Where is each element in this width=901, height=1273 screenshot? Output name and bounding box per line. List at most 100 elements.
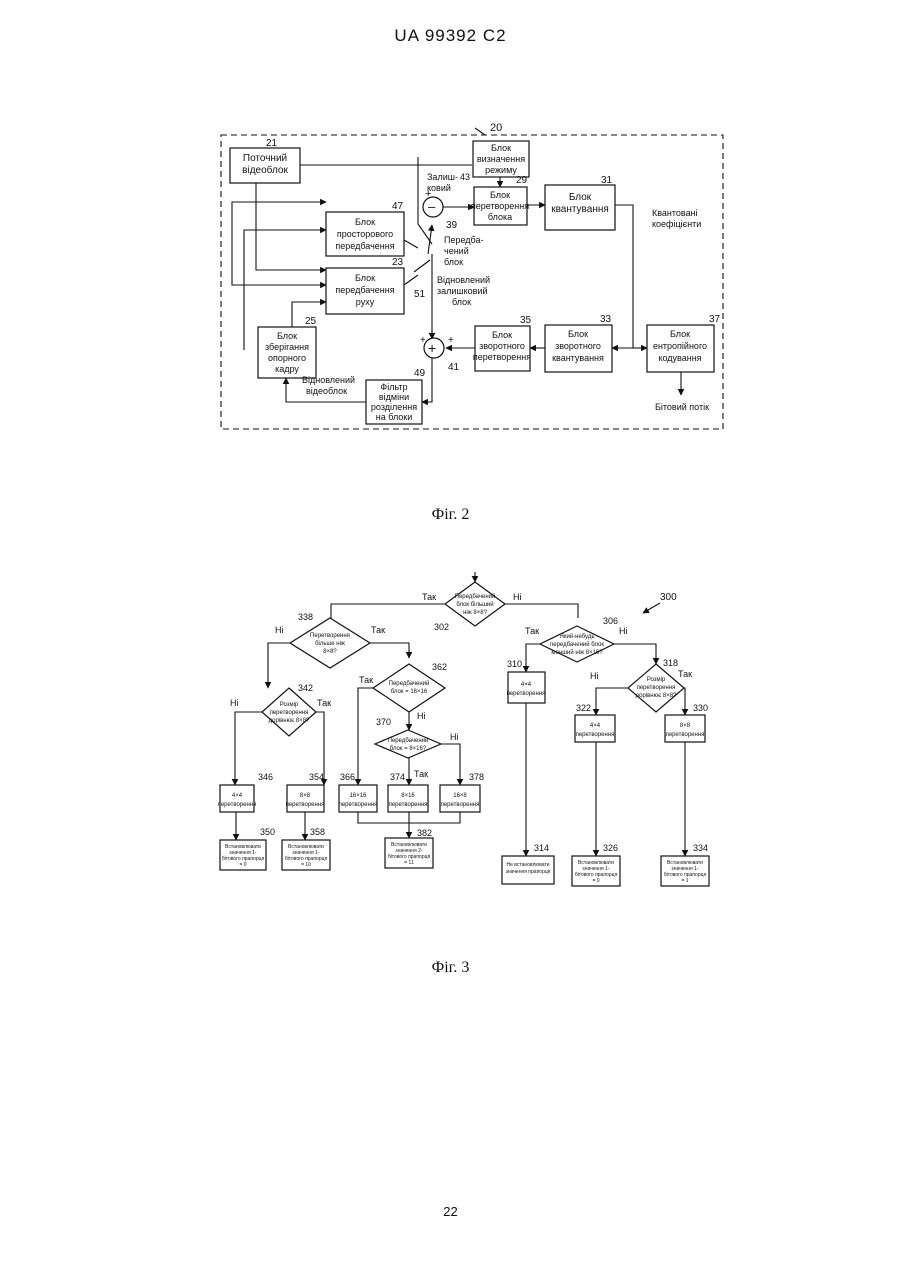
svg-text:ніж 8×8?: ніж 8×8? <box>463 610 488 616</box>
process-346: 4×4 перетворення 346 <box>218 772 273 812</box>
svg-text:перетворення: перетворення <box>473 352 531 362</box>
svg-text:передбачений блок: передбачений блок <box>550 641 604 648</box>
minus-sign: – <box>428 199 436 214</box>
svg-text:квантування: квантування <box>552 353 604 363</box>
svg-text:опорного: опорного <box>268 353 306 363</box>
svg-text:Розмір: Розмір <box>280 702 299 708</box>
svg-text:перетворення: перетворення <box>507 691 546 697</box>
svg-text:блок: блок <box>452 297 471 307</box>
svg-text:Відновлений: Відновлений <box>437 275 490 285</box>
svg-text:358: 358 <box>310 827 325 837</box>
svg-text:блока: блока <box>488 212 512 222</box>
svg-text:більше ніж: більше ніж <box>315 641 345 647</box>
svg-text:37: 37 <box>709 314 721 325</box>
svg-text:Фільтр: Фільтр <box>380 382 407 392</box>
svg-text:= 1: = 1 <box>681 878 688 884</box>
svg-text:= 0: = 0 <box>239 862 246 868</box>
block-mode-decision: Блок визначення режиму <box>473 141 529 177</box>
svg-text:8×16: 8×16 <box>401 793 415 799</box>
svg-text:кодування: кодування <box>658 353 701 363</box>
svg-text:= 0: = 0 <box>592 878 599 884</box>
figure-2-caption: Фіг. 2 <box>0 506 901 524</box>
block-motion-prediction: Блок передбачення руху 23 <box>326 257 404 314</box>
svg-text:Блок: Блок <box>490 190 510 200</box>
page-number: 22 <box>0 1204 901 1219</box>
svg-text:ентропійного: ентропійного <box>653 341 707 351</box>
svg-text:322: 322 <box>576 703 591 713</box>
svg-text:перетворення: перетворення <box>576 732 615 738</box>
svg-text:зворотного: зворотного <box>479 341 525 351</box>
decision-342: Розмір перетворення дорівнює 8×8? 342 <box>262 683 316 736</box>
no-label-342: Ні <box>230 698 239 708</box>
svg-text:8×8: 8×8 <box>300 793 311 799</box>
svg-text:350: 350 <box>260 827 275 837</box>
svg-text:362: 362 <box>432 662 447 672</box>
svg-text:перетворення: перетворення <box>637 685 676 691</box>
figure-3-flowchart: 300 Так Ні <box>218 572 709 886</box>
svg-text:330: 330 <box>693 703 708 713</box>
block-entropy-coding: Блок ентропійного кодування 37 <box>647 314 721 372</box>
svg-text:відміни: відміни <box>379 392 409 402</box>
svg-text:розділення: розділення <box>371 402 417 412</box>
svg-text:перетворення: перетворення <box>270 710 309 716</box>
svg-text:Квантовані: Квантовані <box>652 208 698 218</box>
svg-text:Залиш-: Залиш- <box>427 172 458 182</box>
svg-text:23: 23 <box>392 257 404 268</box>
svg-text:коефіцієнти: коефіцієнти <box>652 219 701 229</box>
label-residual-block: Залиш- ковий 43 <box>427 172 470 193</box>
svg-text:334: 334 <box>693 843 708 853</box>
svg-text:43: 43 <box>460 172 470 182</box>
svg-text:16×16: 16×16 <box>350 793 368 799</box>
no-label-370: Ні <box>450 732 459 742</box>
terminal-350: Встановлювати значення 1- бітового прапо… <box>220 827 275 870</box>
svg-text:29: 29 <box>516 175 528 186</box>
no-label-302: Ні <box>513 592 522 602</box>
svg-text:346: 346 <box>258 772 273 782</box>
process-330: 8×8 перетворення 330 <box>665 703 708 742</box>
svg-text:Відновлений: Відновлений <box>302 375 355 385</box>
plus-sign-right: + <box>448 335 454 346</box>
process-322: 4×4 перетворення 322 <box>575 703 615 742</box>
svg-text:306: 306 <box>603 616 618 626</box>
svg-text:25: 25 <box>305 316 317 327</box>
block-inverse-transform: Блок зворотного перетворення 35 <box>473 315 532 371</box>
svg-text:Блок: Блок <box>355 273 375 283</box>
svg-text:зберігання: зберігання <box>265 342 309 352</box>
decision-338: Перетворення більше ніж 8×8? 338 <box>290 612 370 668</box>
svg-text:передбачення: передбачення <box>335 285 394 295</box>
svg-text:Блок: Блок <box>491 143 511 153</box>
svg-text:перетворення: перетворення <box>286 802 325 808</box>
svg-text:дорівнює 8×8?: дорівнює 8×8? <box>636 693 677 699</box>
svg-text:на блоки: на блоки <box>376 412 413 422</box>
svg-text:21: 21 <box>266 138 278 149</box>
svg-text:4×4: 4×4 <box>521 682 532 688</box>
svg-text:режиму: режиму <box>485 165 517 175</box>
block-inverse-quantization: Блок зворотного квантування 33 <box>545 314 612 372</box>
decision-362: Передбачений блок = 16×16 362 <box>373 662 447 712</box>
svg-text:Поточний: Поточний <box>243 153 287 164</box>
figure-3-caption: Фіг. 3 <box>0 959 901 977</box>
svg-text:відеоблок: відеоблок <box>306 386 347 396</box>
svg-text:блок = 8×16?: блок = 8×16? <box>390 746 427 752</box>
svg-text:Який-небудь: Який-небудь <box>560 633 595 640</box>
svg-text:Блок: Блок <box>670 329 690 339</box>
svg-text:370: 370 <box>376 717 391 727</box>
svg-text:310: 310 <box>507 659 522 669</box>
svg-text:руху: руху <box>356 297 375 307</box>
terminal-358: Встановлювати значення 1- бітового прапо… <box>282 827 330 870</box>
process-378: 16×8 перетворення 378 <box>440 772 484 812</box>
svg-text:318: 318 <box>663 658 678 668</box>
svg-text:перетворення: перетворення <box>666 732 705 738</box>
label-quantized-coeffs: Квантовані коефіцієнти <box>652 208 701 229</box>
svg-text:314: 314 <box>534 843 549 853</box>
svg-text:передбачення: передбачення <box>335 241 394 251</box>
svg-text:відеоблок: відеоблок <box>242 164 288 176</box>
svg-text:квантування: квантування <box>551 204 609 215</box>
yes-label-306: Так <box>525 626 539 636</box>
svg-text:338: 338 <box>298 612 313 622</box>
yes-label-338: Так <box>371 625 385 635</box>
decision-318: Розмір перетворення дорівнює 8×8? 318 <box>628 658 684 712</box>
svg-text:Блок: Блок <box>355 217 375 227</box>
yes-label-302: Так <box>422 592 436 602</box>
block-spatial-prediction: Блок просторового передбачення 47 <box>326 201 404 256</box>
